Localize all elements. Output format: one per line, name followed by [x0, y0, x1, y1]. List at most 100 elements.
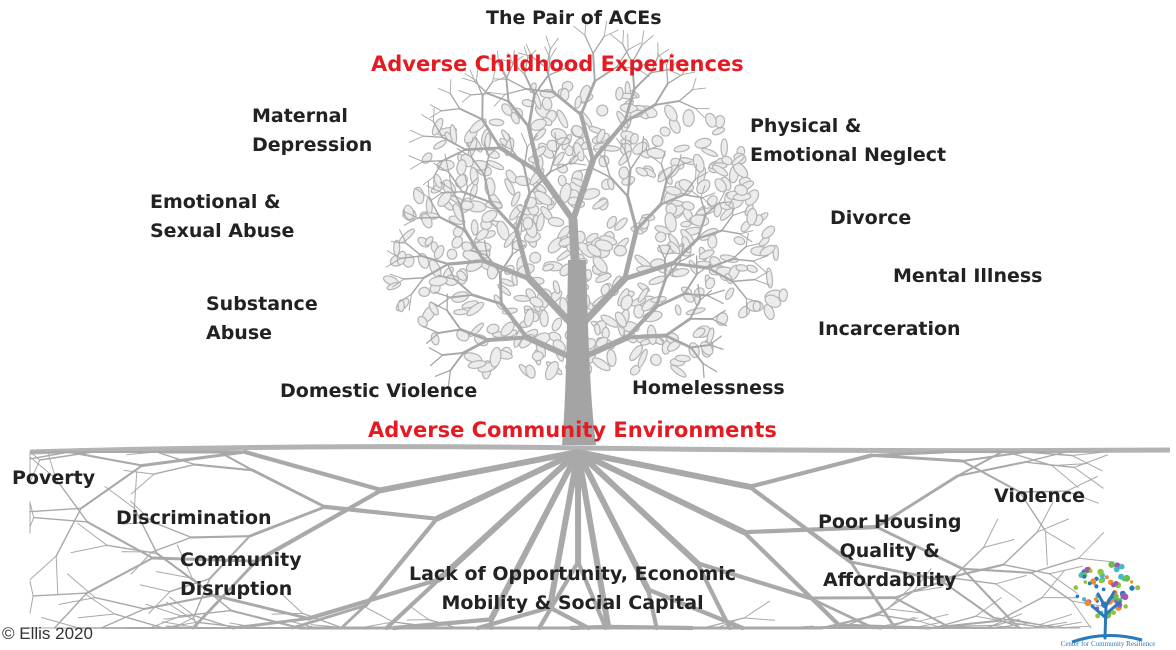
branch-line	[664, 317, 692, 338]
branch-line	[461, 94, 472, 103]
logo-dot	[1095, 613, 1101, 619]
branch-line	[564, 59, 575, 70]
root-line	[695, 561, 732, 631]
branch-line	[547, 67, 566, 77]
logo-dot	[1081, 597, 1087, 602]
branch-line	[408, 155, 424, 163]
branch-line	[653, 100, 681, 106]
copyright-notice: © Ellis 2020	[2, 624, 93, 643]
leaf-shape	[706, 195, 718, 207]
logo-dot	[1078, 573, 1084, 578]
branch-line	[551, 90, 583, 116]
branch-line	[428, 197, 441, 218]
branch-line	[523, 146, 529, 168]
logo-dot	[1111, 610, 1117, 615]
root-line	[279, 592, 304, 614]
root-line	[169, 596, 195, 617]
branch-line	[505, 62, 514, 80]
root-line	[887, 608, 923, 614]
leaf-shape	[614, 311, 627, 328]
branch-line	[545, 48, 552, 69]
branch-line	[399, 293, 412, 303]
branch-line	[692, 87, 706, 91]
branch-line	[702, 362, 718, 373]
root-line	[173, 616, 195, 629]
root-line	[1002, 564, 1051, 575]
leaf-shape	[690, 214, 710, 227]
root-line	[169, 578, 211, 593]
leaf-shape	[451, 235, 464, 249]
label-maternal-depression: Maternal Depression	[252, 105, 373, 156]
logo-dot	[1130, 580, 1134, 584]
root-line	[743, 617, 776, 621]
root-line	[961, 450, 1027, 463]
branch-line	[493, 93, 506, 107]
leaf-shape	[613, 244, 628, 257]
branch-line	[459, 204, 466, 232]
branch-line	[525, 88, 555, 94]
branch-line	[641, 35, 654, 46]
branch-line	[732, 210, 747, 216]
leaf-shape	[548, 331, 562, 343]
root-line	[161, 621, 199, 629]
branch-line	[514, 227, 532, 282]
branch-line	[422, 160, 444, 163]
branch-line	[448, 171, 464, 193]
root-line	[106, 544, 158, 555]
root-line	[286, 620, 318, 629]
logo-dot	[1097, 568, 1104, 576]
branch-line	[507, 78, 527, 90]
label-emotional-sexual-abuse: Emotional & Sexual Abuse	[150, 191, 295, 242]
branch-line	[444, 153, 450, 173]
branch-line	[387, 250, 402, 259]
leaf-shape	[428, 301, 439, 316]
label-divorce: Divorce	[830, 207, 912, 229]
branch-line	[622, 43, 633, 64]
branch-line	[433, 162, 450, 173]
root-line	[130, 551, 153, 575]
root-line	[938, 563, 1005, 581]
branch-line	[641, 145, 659, 153]
branch-line	[447, 369, 452, 387]
root-line	[1078, 557, 1115, 563]
root-line	[163, 615, 195, 620]
branch-line	[695, 171, 709, 180]
leaf-shape	[529, 251, 542, 264]
root-line	[155, 451, 196, 466]
root-line	[1036, 518, 1069, 533]
branch-line	[422, 325, 440, 334]
leaf-shape	[637, 348, 648, 368]
branch-line	[462, 77, 476, 83]
root-line	[537, 559, 581, 631]
branch-line	[709, 335, 723, 346]
root-line	[218, 450, 254, 472]
branch-line	[731, 245, 747, 260]
root-line	[575, 559, 608, 631]
leaf-shape	[531, 350, 544, 362]
root-line	[427, 618, 458, 629]
branch-line	[499, 301, 529, 340]
leaf-shape	[759, 244, 776, 257]
root-line	[143, 594, 215, 610]
branch-line	[427, 180, 430, 199]
branch-line	[464, 73, 477, 82]
root-line	[230, 609, 301, 630]
root-line	[139, 584, 171, 593]
branch-line	[678, 243, 685, 263]
branch-line	[754, 279, 771, 286]
branch-line	[389, 273, 405, 280]
tree-roots	[29, 449, 1115, 631]
leaf-shape	[778, 288, 789, 302]
root-line	[254, 488, 384, 564]
leaf-shape	[606, 348, 617, 367]
branch-line	[481, 258, 532, 282]
logo-dot	[1075, 594, 1080, 599]
root-line	[575, 449, 701, 567]
root-line	[153, 463, 196, 475]
branch-line	[721, 229, 741, 235]
logo-dot	[1084, 600, 1091, 607]
logo-dot	[1122, 593, 1129, 600]
logo-dot	[1129, 585, 1135, 591]
root-line	[77, 613, 116, 619]
branch-line	[690, 190, 702, 199]
